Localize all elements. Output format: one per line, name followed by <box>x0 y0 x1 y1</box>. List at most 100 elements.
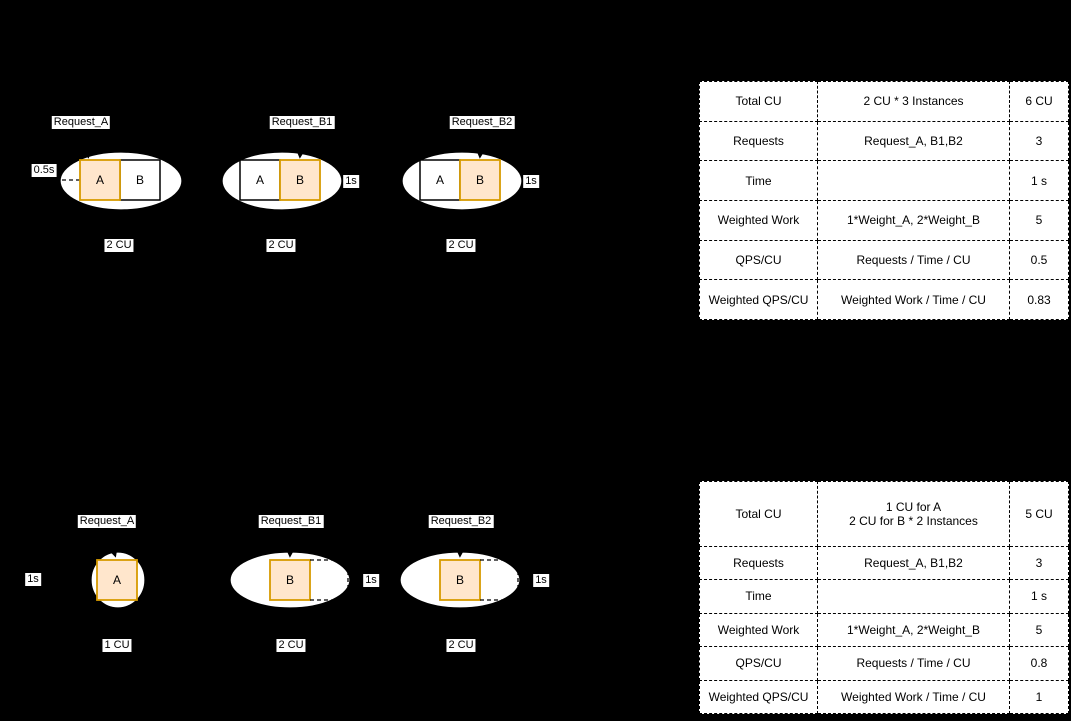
formula-cell: 2 CU * 3 Instances <box>817 81 1010 122</box>
task-b-letter: B <box>295 173 304 187</box>
value-cell: 0.83 <box>1009 279 1069 320</box>
time-label: 1s <box>363 574 379 587</box>
formula-cell: 1*Weight_A, 2*Weight_B <box>817 612 1010 648</box>
request-label: Request_A <box>77 515 137 528</box>
spare-capacity-dashed-box <box>480 559 519 601</box>
value-cell: 1 s <box>1009 160 1069 201</box>
metric-cell: Weighted Work <box>699 612 818 648</box>
value-cell: 3 <box>1009 545 1069 581</box>
cu-label: 2 CU <box>104 239 134 252</box>
task-b-box-highlighted <box>439 559 481 601</box>
cu-label: 2 CU <box>266 239 296 252</box>
table-row: Requests Request_A, B1,B2 3 <box>699 120 1069 162</box>
formula-cell: Requests / Time / CU <box>817 239 1010 281</box>
value-cell: 0.5 <box>1009 239 1069 281</box>
formula-cell: Weighted Work / Time / CU <box>817 279 1010 320</box>
table-row: Weighted QPS/CU Weighted Work / Time / C… <box>699 679 1069 714</box>
task-a-letter: A <box>255 173 264 187</box>
request-arrow <box>294 129 308 159</box>
task-a-box <box>239 159 281 201</box>
task-a-box-highlighted <box>79 159 121 201</box>
table-row: Total CU 2 CU * 3 Instances 6 CU <box>699 81 1069 122</box>
table-row: Weighted QPS/CU Weighted Work / Time / C… <box>699 279 1069 320</box>
request-arrow <box>79 129 92 159</box>
top-instance-1 <box>48 129 183 211</box>
formula-cell: 1 CU for A 2 CU for B * 2 Instances <box>817 481 1010 547</box>
time-label: 1s <box>343 175 359 188</box>
value-cell: 3 <box>1009 120 1069 162</box>
formula-cell: Requests / Time / CU <box>817 646 1010 681</box>
task-a-letter: A <box>435 173 444 187</box>
task-b-letter: B <box>285 573 294 587</box>
value-cell: 5 <box>1009 199 1069 241</box>
value-cell: 1 <box>1009 679 1069 714</box>
formula-cell <box>817 579 1010 614</box>
metric-cell: QPS/CU <box>699 239 818 281</box>
task-b-letter: B <box>455 573 464 587</box>
metric-cell: Requests <box>699 545 818 581</box>
time-label: 1s <box>523 175 539 188</box>
metric-cell: Weighted QPS/CU <box>699 679 818 714</box>
time-label: 1s <box>25 573 41 586</box>
metrics-table-top: Total CU 2 CU * 3 Instances 6 CU Request… <box>699 81 1069 320</box>
value-cell: 1 s <box>1009 579 1069 614</box>
metric-cell: Weighted QPS/CU <box>699 279 818 320</box>
formula-cell: Weighted Work / Time / CU <box>817 679 1010 714</box>
task-b-box-highlighted <box>279 159 321 201</box>
request-arrow <box>284 528 297 558</box>
task-a-letter: A <box>95 173 104 187</box>
value-cell: 5 <box>1009 612 1069 648</box>
formula-cell: Request_A, B1,B2 <box>817 120 1010 162</box>
table-row: QPS/CU Requests / Time / CU 0.8 <box>699 646 1069 681</box>
formula-cell: Request_A, B1,B2 <box>817 545 1010 581</box>
time-label: 1s <box>533 574 549 587</box>
table-row: Weighted Work 1*Weight_A, 2*Weight_B 5 <box>699 199 1069 241</box>
task-a-box <box>419 159 461 201</box>
cu-label: 2 CU <box>446 239 476 252</box>
formula-cell <box>817 160 1010 201</box>
request-label: Request_B1 <box>269 116 335 129</box>
table-row: Total CU 1 CU for A 2 CU for B * 2 Insta… <box>699 481 1069 547</box>
bottom-instance-3 <box>399 528 521 609</box>
spare-capacity-dashed-box <box>310 559 349 601</box>
metric-cell: Total CU <box>699 81 818 122</box>
task-b-box <box>119 159 161 201</box>
top-instance-3 <box>401 129 523 211</box>
formula-cell: 1*Weight_A, 2*Weight_B <box>817 199 1010 241</box>
task-b-letter: B <box>135 173 144 187</box>
top-instance-2 <box>221 129 343 211</box>
bottom-instance-1 <box>90 528 146 609</box>
value-cell: 5 CU <box>1009 481 1069 547</box>
task-a-letter: A <box>112 573 121 587</box>
request-label: Request_B2 <box>449 116 515 129</box>
value-cell: 0.8 <box>1009 646 1069 681</box>
request-label: Request_A <box>51 116 111 129</box>
table-row: Time 1 s <box>699 579 1069 614</box>
task-b-letter: B <box>475 173 484 187</box>
bottom-instance-2 <box>229 528 351 609</box>
table-row: Weighted Work 1*Weight_A, 2*Weight_B 5 <box>699 612 1069 648</box>
table-row: Requests Request_A, B1,B2 3 <box>699 545 1069 581</box>
cu-label: 2 CU <box>446 639 476 652</box>
value-cell: 6 CU <box>1009 81 1069 122</box>
metrics-table-bottom: Total CU 1 CU for A 2 CU for B * 2 Insta… <box>699 481 1069 714</box>
time-label: 0.5s <box>31 164 57 177</box>
metric-cell: Requests <box>699 120 818 162</box>
task-a-box-highlighted <box>96 559 138 601</box>
request-arrow <box>106 528 119 558</box>
request-arrow <box>454 528 467 558</box>
table-row: QPS/CU Requests / Time / CU 0.5 <box>699 239 1069 281</box>
request-label: Request_B2 <box>428 515 494 528</box>
metric-cell: Total CU <box>699 481 818 547</box>
request-label: Request_B1 <box>258 515 324 528</box>
task-b-box-highlighted <box>459 159 501 201</box>
metric-cell: Time <box>699 160 818 201</box>
cu-label: 1 CU <box>102 639 132 652</box>
cu-label: 2 CU <box>276 639 306 652</box>
task-b-box-highlighted <box>269 559 311 601</box>
metric-cell: QPS/CU <box>699 646 818 681</box>
metric-cell: Time <box>699 579 818 614</box>
request-arrow <box>474 129 488 159</box>
